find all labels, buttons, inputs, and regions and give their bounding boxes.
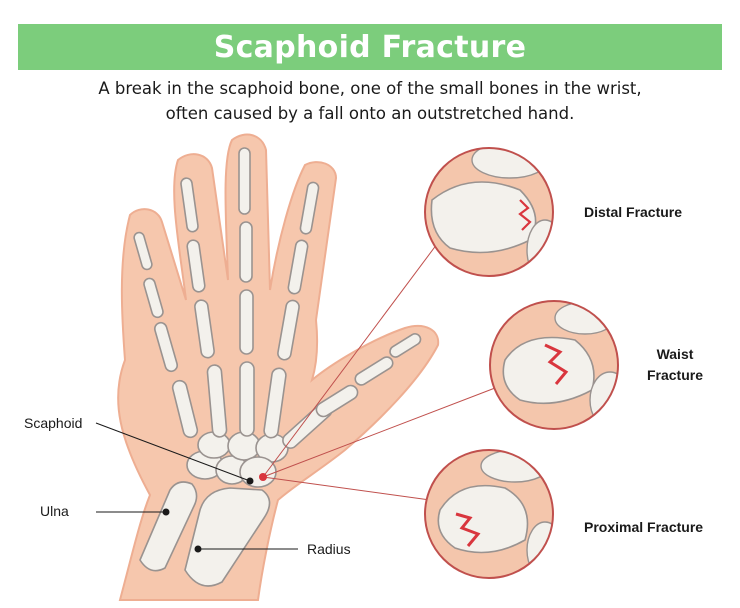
description-line-2: often caused by a fall onto an outstretc…	[165, 104, 575, 123]
radius-marker	[194, 545, 202, 553]
radius-bone	[184, 487, 271, 587]
diagram-title: Scaphoid Fracture	[213, 29, 527, 65]
diagram-description: A break in the scaphoid bone, one of the…	[20, 76, 720, 126]
anatomy-leaders	[95, 422, 298, 550]
waist-fracture-label-line-2: Fracture	[647, 367, 703, 383]
ulna-bone	[139, 481, 198, 572]
radius-label: Radius	[307, 541, 351, 557]
scaphoid-label: Scaphoid	[24, 415, 82, 431]
ulna-label: Ulna	[40, 503, 69, 519]
waist-fracture-label-line-1: Waist	[657, 346, 694, 362]
hand-bones	[133, 147, 422, 587]
title-banner: Scaphoid Fracture	[18, 24, 722, 70]
distal-fracture-view	[424, 147, 554, 277]
proximal-fracture-view	[424, 449, 554, 579]
waist-fracture-view	[489, 300, 619, 430]
scaphoid-bone	[239, 456, 277, 488]
ulna-marker	[162, 508, 170, 516]
proximal-fracture-label: Proximal Fracture	[584, 519, 703, 535]
distal-fracture-label: Distal Fracture	[584, 204, 682, 220]
scaphoid-marker	[246, 477, 254, 485]
zoom-lines	[262, 239, 496, 501]
description-line-1: A break in the scaphoid bone, one of the…	[98, 79, 642, 98]
fracture-site-marker	[259, 473, 267, 481]
